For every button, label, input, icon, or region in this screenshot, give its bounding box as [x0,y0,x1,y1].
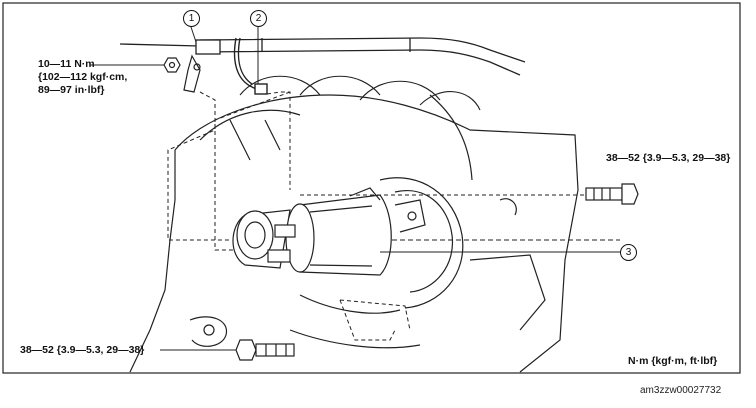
units-legend: N·m {kgf·m, ft·lbf} [628,355,718,367]
callout-1: 1 [183,10,200,27]
upper-bolt [585,183,639,205]
harness-nut-torque-line1: 10—11 N·m [38,58,95,70]
leader-lines [90,23,620,351]
callout-2: 2 [250,10,267,27]
harness-nut-torque-line3: 89—97 in·lbf} [38,84,105,96]
transmission-housing [129,94,579,373]
alignment-lines [167,91,620,341]
lower-bolt-torque: 38—52 {3.9—5.3, 29—38} [20,344,145,356]
harness-pipe [119,37,526,76]
figure-border [2,2,741,374]
starter-wire [233,37,268,95]
harness-nut [163,57,181,73]
upper-bolt-torque: 38—52 {3.9—5.3, 29—38} [606,152,731,164]
figure-id: am3zzw00027732 [640,385,722,396]
ground-terminal [183,54,201,93]
lower-bolt [235,339,295,361]
engine-ribs [239,75,481,111]
callout-3: 3 [620,244,637,261]
harness-nut-torque-line2: {102—112 kgf·cm, [38,71,128,83]
starter-motor [232,187,426,276]
